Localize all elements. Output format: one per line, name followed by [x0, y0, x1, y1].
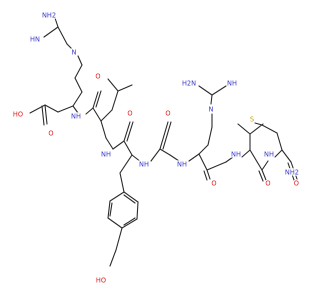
- bond-line: [254, 122, 263, 126]
- bond-line: [112, 140, 125, 150]
- bond-line: [249, 149, 263, 171]
- bond-line: [261, 160, 269, 171]
- bond-line: [57, 26, 68, 45]
- bond-line: [198, 144, 209, 155]
- atom-label-s-met: S: [250, 115, 254, 123]
- bond-lines: [29, 17, 298, 267]
- atom-label-nh-guanidine-1: HN: [30, 35, 40, 43]
- bond-line: [207, 126, 213, 146]
- bond-line: [188, 153, 200, 162]
- bond-line: [287, 162, 295, 181]
- bond-line: [44, 104, 48, 125]
- bond-line: [85, 107, 94, 115]
- bond-line: [74, 77, 83, 93]
- bond-line: [107, 78, 119, 92]
- bond-line: [121, 218, 138, 229]
- atom-label-o-leu: O: [95, 72, 100, 80]
- bond-line: [126, 121, 134, 142]
- atom-label-nh2-met: NH2: [285, 168, 299, 176]
- bond-line: [210, 94, 213, 105]
- bond-line: [261, 169, 267, 181]
- bond-line: [150, 148, 161, 162]
- bond-line: [105, 137, 114, 150]
- bond-line: [123, 121, 131, 142]
- bond-line: [119, 154, 133, 174]
- bond-line: [109, 202, 113, 217]
- atom-label-nh-val-met: NH: [264, 150, 274, 158]
- bond-line: [241, 149, 251, 158]
- atom-label-o-gly: O: [165, 109, 170, 117]
- atom-label-h2n-guanidine-2: H2N: [182, 79, 196, 87]
- bond-line: [162, 121, 172, 150]
- bond-line: [159, 148, 171, 156]
- atom-label-nh2-guanidine-1-top: NH2: [42, 11, 56, 19]
- bond-line: [57, 105, 74, 113]
- bond-line: [41, 105, 45, 126]
- bond-line: [44, 104, 59, 113]
- atom-label-n-guanidine-2: N: [209, 105, 214, 113]
- bond-line: [136, 201, 139, 220]
- bond-line: [249, 123, 264, 135]
- bond-line: [100, 109, 113, 122]
- bond-line: [54, 17, 59, 28]
- bond-line: [206, 161, 227, 171]
- bond-line: [74, 64, 83, 79]
- atom-label-nh-leu-tyr: NH: [101, 150, 111, 158]
- bond-line: [198, 153, 208, 171]
- bond-line: [100, 120, 107, 139]
- atom-label-nh-gly-arg: NH: [177, 160, 187, 168]
- bond-line: [72, 91, 83, 107]
- atom-label-n-guanidine-1: N: [72, 48, 77, 56]
- bond-line: [72, 105, 79, 114]
- bond-line: [274, 149, 283, 158]
- atom-label-ho-acid: HO: [13, 110, 23, 118]
- bond-line: [198, 85, 213, 96]
- bond-line: [115, 227, 123, 251]
- bond-line: [66, 43, 73, 50]
- atom-label-nh-arg-val: NH: [231, 150, 241, 158]
- bond-line: [77, 55, 83, 66]
- bond-line: [109, 191, 125, 202]
- bond-line: [159, 121, 169, 150]
- bond-line: [290, 161, 298, 180]
- bond-line: [119, 172, 125, 193]
- bond-line: [111, 90, 119, 111]
- atom-label-o-acid: O: [48, 129, 53, 137]
- bond-line: [206, 169, 211, 180]
- bond-line: [276, 132, 283, 151]
- atom-label-nh-arg-leu: NH: [71, 112, 81, 120]
- atom-label-o-met: O: [294, 179, 299, 187]
- bond-line: [43, 26, 59, 38]
- bond-line: [203, 170, 208, 181]
- bond-line: [107, 217, 123, 229]
- bond-line: [117, 84, 133, 92]
- bond-line: [92, 107, 102, 122]
- atom-label-o-tyr: O: [127, 109, 132, 117]
- bond-line: [169, 154, 180, 162]
- atom-label-ho-phenol: HO: [96, 276, 106, 284]
- bond-line: [123, 194, 136, 204]
- bond-line: [123, 217, 136, 226]
- bond-line: [95, 90, 102, 108]
- atom-label-nh-tyr-gly: NH: [139, 160, 149, 168]
- bond-line: [92, 91, 99, 109]
- bond-line: [237, 123, 251, 135]
- atom-label-nh2-guanidine-2: NH: [227, 79, 237, 87]
- bond-line: [109, 249, 117, 267]
- atom-label-o-arg: O: [211, 179, 216, 187]
- bond-line: [261, 124, 278, 134]
- bond-line: [107, 200, 111, 219]
- bond-line: [123, 140, 133, 156]
- bond-line: [281, 149, 292, 163]
- bond-line: [131, 154, 142, 163]
- bond-line: [211, 85, 227, 96]
- bond-line: [258, 170, 264, 182]
- bond-line: [123, 191, 139, 203]
- atom-label-o-val: O: [265, 179, 270, 187]
- bond-line: [225, 156, 234, 163]
